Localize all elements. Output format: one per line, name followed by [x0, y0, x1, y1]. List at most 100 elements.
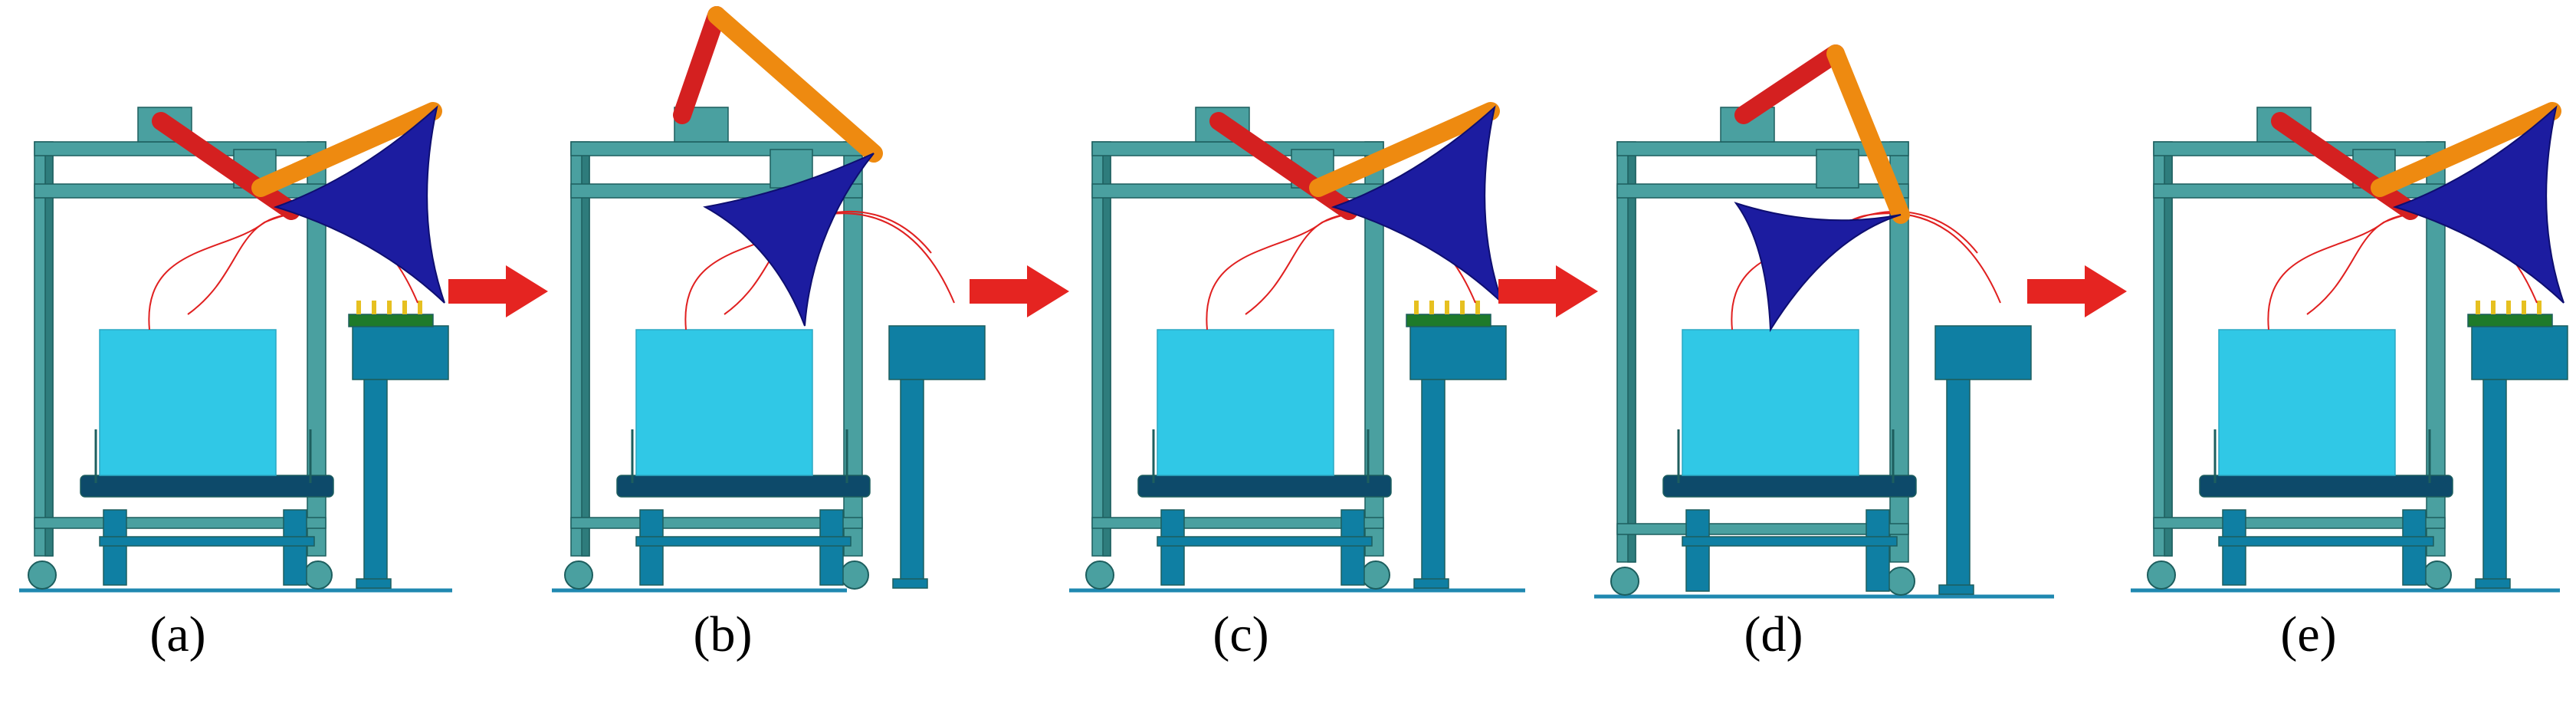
board-pin	[2522, 301, 2526, 314]
frame-post-left-inner	[581, 149, 590, 557]
frame-lower-beam	[1091, 517, 1384, 529]
caption-b: (b)	[693, 606, 753, 662]
wheel-left	[1610, 567, 1639, 596]
side-table-foot	[1413, 578, 1449, 589]
stand-leg-right	[2402, 509, 2427, 586]
frame-lower-beam	[34, 517, 327, 529]
stand-leg-left	[103, 509, 127, 586]
wheel-right	[1886, 567, 1915, 596]
side-table-foot	[2475, 578, 2511, 589]
frame-post-left-inner	[44, 149, 54, 557]
board-pin	[2476, 301, 2480, 314]
stand-leg-left	[639, 509, 664, 586]
frame-cross-beam	[1616, 183, 1909, 199]
soft-hand	[2392, 105, 2565, 304]
board-pin	[1460, 301, 1465, 314]
wheel-left	[2147, 560, 2176, 590]
panel-d	[1594, 44, 2054, 599]
frame-post-left-inner	[1627, 149, 1636, 563]
side-table-foot	[892, 578, 928, 589]
transition-arrow	[970, 265, 1069, 317]
stand-leg-right	[283, 509, 307, 586]
soft-hand	[273, 105, 445, 304]
soft-hand	[1331, 105, 1503, 304]
side-table-post	[363, 379, 388, 583]
panel-a	[19, 102, 452, 593]
stand-leg-right	[1866, 509, 1890, 592]
side-table-post	[900, 379, 924, 583]
side-table-top	[1409, 325, 1507, 380]
side-table-post	[1421, 379, 1446, 583]
board-pin	[1414, 301, 1419, 314]
wheel-left	[28, 560, 57, 590]
wheel-right	[304, 560, 333, 590]
frame-top-beam	[570, 141, 863, 156]
side-table-top	[1934, 325, 2032, 380]
orange-link	[707, 6, 883, 163]
orange-link	[1309, 102, 1500, 197]
board-pin	[2506, 301, 2511, 314]
box	[635, 329, 813, 476]
conveyor-belt	[616, 475, 871, 498]
side-table-foot	[356, 578, 392, 589]
stand-crossbar	[99, 536, 315, 547]
transition-arrow	[2027, 265, 2127, 317]
orange-link	[1826, 44, 1910, 224]
caption-e: (e)	[2280, 606, 2337, 662]
red-link	[152, 112, 300, 220]
frame-lower-beam	[1616, 523, 1909, 535]
red-link	[1209, 112, 1358, 220]
frame-lower-beam	[2153, 517, 2446, 529]
transition-arrow	[1498, 265, 1598, 317]
conveyor-belt	[2199, 475, 2453, 498]
circuit-board	[2467, 314, 2553, 327]
box	[1157, 329, 1334, 476]
board-pin	[387, 301, 392, 314]
orange-link	[251, 102, 442, 197]
stand-leg-left	[1160, 509, 1185, 586]
frame-lower-beam	[570, 517, 863, 529]
transition-arrow	[448, 265, 548, 317]
stand-leg-left	[2222, 509, 2246, 586]
soft-hand	[703, 153, 875, 327]
orange-link	[2371, 102, 2561, 197]
wheel-right	[1361, 560, 1390, 590]
box	[1682, 329, 1859, 476]
side-table-foot	[1938, 584, 1974, 595]
side-table-top	[352, 325, 449, 380]
wheel-right	[840, 560, 869, 590]
board-pin	[418, 301, 422, 314]
circuit-board	[348, 314, 434, 327]
side-table-post	[2482, 379, 2507, 583]
box	[2218, 329, 2396, 476]
panel-e	[2131, 102, 2568, 593]
soft-hand	[1734, 202, 1902, 333]
stand-crossbar	[2218, 536, 2434, 547]
stand-crossbar	[1157, 536, 1373, 547]
board-pin	[1445, 301, 1449, 314]
arm-base-block	[1816, 149, 1859, 189]
red-link	[2271, 112, 2420, 220]
board-pin	[356, 301, 361, 314]
frame-post-left-inner	[1102, 149, 1111, 557]
caption-c: (c)	[1213, 606, 1269, 662]
stand-crossbar	[1682, 536, 1898, 547]
box	[99, 329, 277, 476]
caption-a: (a)	[149, 606, 206, 662]
conveyor-belt	[1137, 475, 1392, 498]
wheel-right	[2423, 560, 2452, 590]
side-table-post	[1946, 379, 1971, 590]
wheel-left	[564, 560, 593, 590]
side-table-top	[888, 325, 986, 380]
board-pin	[2537, 301, 2542, 314]
conveyor-belt	[1662, 475, 1917, 498]
frame-post-left-inner	[2164, 149, 2173, 557]
board-pin	[1475, 301, 1480, 314]
red-link	[1734, 44, 1845, 124]
board-pin	[1429, 301, 1434, 314]
side-table-top	[2471, 325, 2568, 380]
board-pin	[372, 301, 376, 314]
wheel-left	[1085, 560, 1114, 590]
